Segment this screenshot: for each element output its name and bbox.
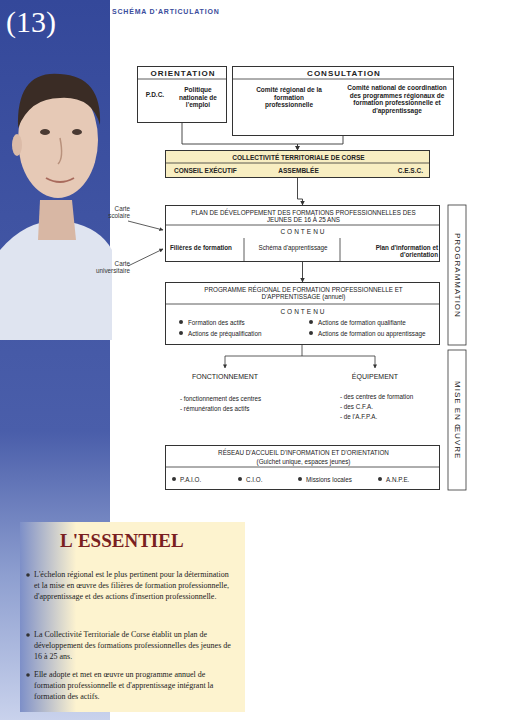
bullet [378,477,382,481]
box-text: L'échelon régional est le plus pertinent… [34,570,234,602]
box-heading: RÉSEAU D'ACCUEIL D'INFORMATION ET D'ORIE… [166,449,441,456]
box-text: Formation des actifs [188,319,308,326]
side-label: Carte universitaire [92,260,130,275]
box-text: Politique nationale de l'emploi [170,86,226,109]
hair [18,74,100,128]
box-text: P.D.C. [140,91,170,99]
leader-arrow [128,221,163,230]
box-text: Schéma d'apprentissage [246,244,340,251]
box-text: P.A.I.O. [180,476,230,483]
column-heading: ÉQUIPEMENT [320,373,430,381]
box-dividers [137,79,454,467]
bullet [172,477,176,481]
connector [298,136,344,150]
face [18,82,98,198]
box-text: La Collectivité Territoriale de Corse ét… [34,630,234,662]
box-text: Actions de préqualification [188,330,308,337]
bullets [26,320,382,677]
bullet [26,633,30,637]
summary-box: L'ESSENTIEL L'échelon régional est le plu… [20,522,245,712]
bullet [298,477,302,481]
page-title: SCHÉMA D'ARTICULATION [112,8,220,16]
box-text: C.I.O. [246,476,296,483]
neck [38,200,76,240]
box-text: CONTENU [166,308,441,316]
box-text: Actions de formation ou apprentissage [318,330,438,337]
box-text: A.N.P.E. [386,476,436,483]
box-text: C.E.S.C. [351,167,423,175]
network-box: RÉSEAU D'ACCUEIL D'INFORMATION ET D'ORIE… [165,445,440,490]
bullet [309,331,313,335]
divider [165,467,440,468]
plan-box: PLAN DE DÉVELOPPEMENT DES FORMATIONS PRO… [165,205,440,262]
authority-box: COLLECTIVITÉ TERRITORIALE DE CORSE CONSEI… [165,150,430,178]
divider [165,304,440,305]
orientation-box: ORIENTATION P.D.C.Politique nationale de … [137,66,227,123]
portrait-photo [0,74,112,340]
list-item: - des C.F.A. [340,403,450,410]
list-item: - fonctionnement des centres [180,395,300,402]
consultation-box: CONSULTATION Comité régional de la format… [232,66,454,136]
box-heading: PROGRAMME RÉGIONAL DE FORMATION PROFESSI… [203,286,404,301]
eye [72,129,82,135]
box-text: CONTENU [166,228,441,236]
box-text: Comité national de coordination des prog… [343,84,451,115]
bullet [179,320,183,324]
bullet [26,573,30,577]
box-heading: CONSULTATION [233,69,455,78]
split-arrow [302,356,375,368]
connector [182,123,298,150]
divider [244,238,245,262]
bullet [238,477,242,481]
bracket-label: MISE EN ŒUVRE [448,350,466,490]
summary-background [20,522,245,712]
bullet [26,673,30,677]
list-item: - des centres de formation [340,393,450,400]
column-heading: FONCTIONNEMENT [170,373,280,381]
bracket [448,350,466,490]
box-heading: COLLECTIVITÉ TERRITORIALE DE CORSE [166,154,431,162]
box-heading: ORIENTATION [138,69,228,78]
list-item: - de l'A.F.P.A. [340,413,450,420]
leader-arrow [128,249,163,266]
box-text: Missions locales [306,476,381,483]
bracket-label: PROGRAMMATION [448,205,466,345]
box-heading: L'ESSENTIEL [60,530,240,552]
box-text: Elle adopte et met en œuvre un programme… [34,670,234,702]
shirt [0,221,112,340]
box-text: ASSEMBLÉE [261,167,336,175]
nose [58,138,62,164]
blue-band [0,0,110,720]
box-heading: PLAN DE DÉVELOPPEMENT DES FORMATIONS PRO… [188,209,419,224]
divider [165,225,440,226]
box-text: CONSEIL EXÉCUTIF [174,167,259,175]
mouth [46,178,74,182]
divider [232,79,454,80]
split-arrow [225,345,302,368]
ear [12,134,22,156]
program-box: PROGRAMME RÉGIONAL DE FORMATION PROFESSI… [165,282,440,345]
eye [40,129,50,135]
box-text: Plan d'information et d'orientation [343,244,438,259]
bullet [309,320,313,324]
bullet [179,331,183,335]
bracket [448,205,466,345]
page-number: (13) [6,4,106,39]
box-text: Filières de formation [170,244,244,251]
divider [137,79,227,80]
box-text: Comité régional de la formation professi… [255,86,323,109]
connector [298,178,303,205]
box-text: (Guichet unique, espaces jeunes) [166,458,441,465]
brackets [448,205,466,490]
connector [302,262,303,282]
box-text: Actions de formation qualifiante [318,319,438,326]
side-label: Carte scolaire [96,205,130,220]
list-item: - rémunération des actifs [180,405,300,412]
divider [340,238,341,262]
